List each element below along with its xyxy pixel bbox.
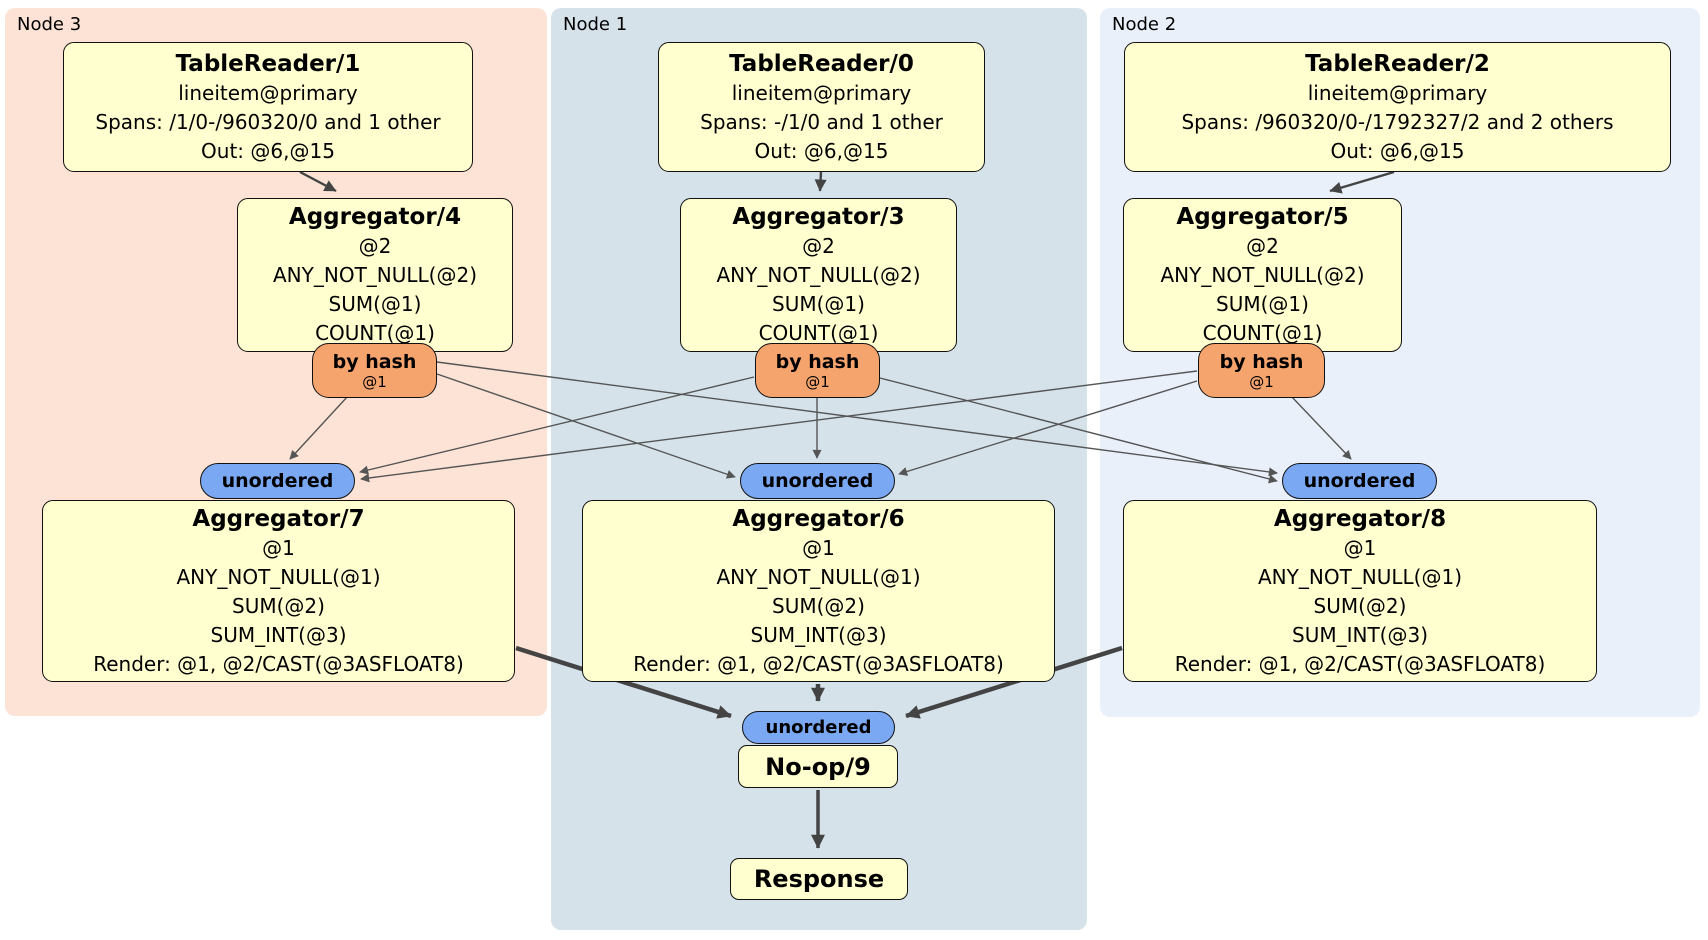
aggregator-5-line: SUM(@1)	[1216, 292, 1309, 316]
noop-title: No-op/9	[765, 752, 871, 781]
aggregator-6-box: Aggregator/6 @1 ANY_NOT_NULL(@1) SUM(@2)…	[582, 500, 1055, 682]
tablereader-0-out: Out: @6,@15	[754, 138, 889, 163]
aggregator-4-line: COUNT(@1)	[315, 321, 435, 345]
aggregator-8-title: Aggregator/8	[1273, 505, 1447, 532]
aggregator-6-line: SUM_INT(@3)	[750, 622, 887, 647]
tablereader-2-out: Out: @6,@15	[1330, 138, 1465, 163]
aggregator-4-title: Aggregator/4	[288, 204, 462, 230]
aggregator-4-box: Aggregator/4 @2 ANY_NOT_NULL(@2) SUM(@1)…	[237, 198, 513, 352]
aggregator-3-box: Aggregator/3 @2 ANY_NOT_NULL(@2) SUM(@1)…	[680, 198, 957, 352]
aggregator-4-line: ANY_NOT_NULL(@2)	[273, 263, 477, 287]
aggregator-8-line: @1	[1343, 535, 1377, 560]
aggregator-7-line: SUM_INT(@3)	[210, 622, 347, 647]
unordered-sync-6-label: unordered	[761, 470, 874, 492]
tablereader-1-out: Out: @6,@15	[201, 138, 335, 163]
aggregator-6-line: Render: @1, @2/CAST(@3ASFLOAT8)	[633, 651, 1004, 676]
unordered-sync-8: unordered	[1282, 463, 1437, 499]
aggregator-4-line: SUM(@1)	[328, 292, 422, 316]
by-hash-router-3: by hash @1	[755, 343, 880, 398]
aggregator-8-line: ANY_NOT_NULL(@1)	[1258, 564, 1462, 589]
aggregator-3-title: Aggregator/3	[732, 204, 905, 230]
aggregator-6-line: ANY_NOT_NULL(@1)	[716, 564, 921, 589]
unordered-sync-7: unordered	[200, 463, 355, 499]
aggregator-8-line: SUM_INT(@3)	[1292, 622, 1428, 647]
edge	[436, 361, 1278, 477]
tablereader-1-title: TableReader/1	[175, 50, 361, 77]
aggregator-5-box: Aggregator/5 @2 ANY_NOT_NULL(@2) SUM(@1)…	[1123, 198, 1402, 352]
tablereader-2-table: lineitem@primary	[1307, 80, 1488, 105]
aggregator-5-line: @2	[1246, 234, 1279, 258]
region-node3-label: Node 3	[17, 14, 82, 35]
aggregator-7-line: Render: @1, @2/CAST(@3ASFLOAT8)	[93, 651, 464, 676]
region-node2-label: Node 2	[1112, 14, 1177, 35]
by-hash-router-4-label: by hash	[332, 350, 417, 373]
tablereader-0-table: lineitem@primary	[731, 80, 912, 105]
aggregator-7-box: Aggregator/7 @1 ANY_NOT_NULL(@1) SUM(@2)…	[42, 500, 515, 682]
response-title: Response	[753, 865, 885, 893]
aggregator-3-line: COUNT(@1)	[758, 321, 879, 345]
tablereader-1-spans: Spans: /1/0-/960320/0 and 1 other	[95, 109, 441, 134]
by-hash-router-4: by hash @1	[312, 343, 437, 398]
edge	[898, 380, 1198, 476]
noop-box: No-op/9	[738, 745, 898, 788]
by-hash-router-5-label: by hash	[1219, 350, 1304, 373]
aggregator-7-title: Aggregator/7	[192, 505, 365, 532]
aggregator-6-line: @1	[802, 535, 835, 560]
tablereader-2-title: TableReader/2	[1305, 50, 1490, 77]
aggregator-3-line: SUM(@1)	[772, 292, 865, 316]
by-hash-router-5: by hash @1	[1198, 343, 1325, 398]
region-node1-label: Node 1	[563, 14, 628, 35]
aggregator-7-line: ANY_NOT_NULL(@1)	[176, 564, 381, 589]
aggregator-3-line: @2	[802, 234, 835, 258]
tablereader-1-table: lineitem@primary	[178, 80, 358, 105]
tablereader-1-box: TableReader/1 lineitem@primary Spans: /1…	[63, 42, 473, 172]
by-hash-router-3-arg: @1	[805, 372, 830, 391]
aggregator-3-line: ANY_NOT_NULL(@2)	[716, 263, 921, 287]
response-box: Response	[730, 858, 908, 900]
edge	[1329, 170, 1395, 194]
edge	[515, 645, 732, 719]
edge	[360, 370, 1198, 483]
aggregator-4-line: @2	[358, 234, 392, 258]
tablereader-2-spans: Spans: /960320/0-/1792327/2 and 2 others	[1181, 109, 1614, 134]
by-hash-router-4-arg: @1	[362, 372, 387, 391]
unordered-sync-8-label: unordered	[1303, 470, 1416, 492]
aggregator-7-line: @1	[262, 535, 295, 560]
unordered-sync-final-label: unordered	[765, 717, 872, 738]
by-hash-router-3-label: by hash	[775, 350, 860, 373]
unordered-sync-final: unordered	[742, 711, 895, 744]
tablereader-0-title: TableReader/0	[729, 50, 914, 77]
aggregator-8-box: Aggregator/8 @1 ANY_NOT_NULL(@1) SUM(@2)…	[1123, 500, 1597, 682]
aggregator-7-line: SUM(@2)	[232, 593, 325, 618]
aggregator-5-line: ANY_NOT_NULL(@2)	[1160, 263, 1365, 287]
edge	[814, 171, 827, 192]
aggregator-5-line: COUNT(@1)	[1202, 321, 1323, 345]
edge	[359, 376, 755, 475]
edge	[436, 373, 736, 479]
aggregator-8-line: Render: @1, @2/CAST(@3ASFLOAT8)	[1174, 651, 1546, 676]
tablereader-0-box: TableReader/0 lineitem@primary Spans: -/…	[658, 42, 985, 172]
aggregator-6-title: Aggregator/6	[732, 505, 905, 532]
unordered-sync-6: unordered	[740, 463, 895, 499]
edge	[299, 170, 337, 193]
tablereader-0-spans: Spans: -/1/0 and 1 other	[700, 109, 943, 134]
aggregator-5-title: Aggregator/5	[1176, 204, 1349, 230]
edge	[879, 377, 1278, 484]
by-hash-router-5-arg: @1	[1249, 372, 1274, 391]
aggregator-8-line: SUM(@2)	[1313, 593, 1407, 618]
tablereader-2-box: TableReader/2 lineitem@primary Spans: /9…	[1124, 42, 1671, 172]
edge	[905, 645, 1123, 719]
unordered-sync-7-label: unordered	[221, 470, 334, 492]
edge	[1290, 395, 1352, 460]
aggregator-6-line: SUM(@2)	[772, 593, 865, 618]
edge	[289, 395, 349, 460]
